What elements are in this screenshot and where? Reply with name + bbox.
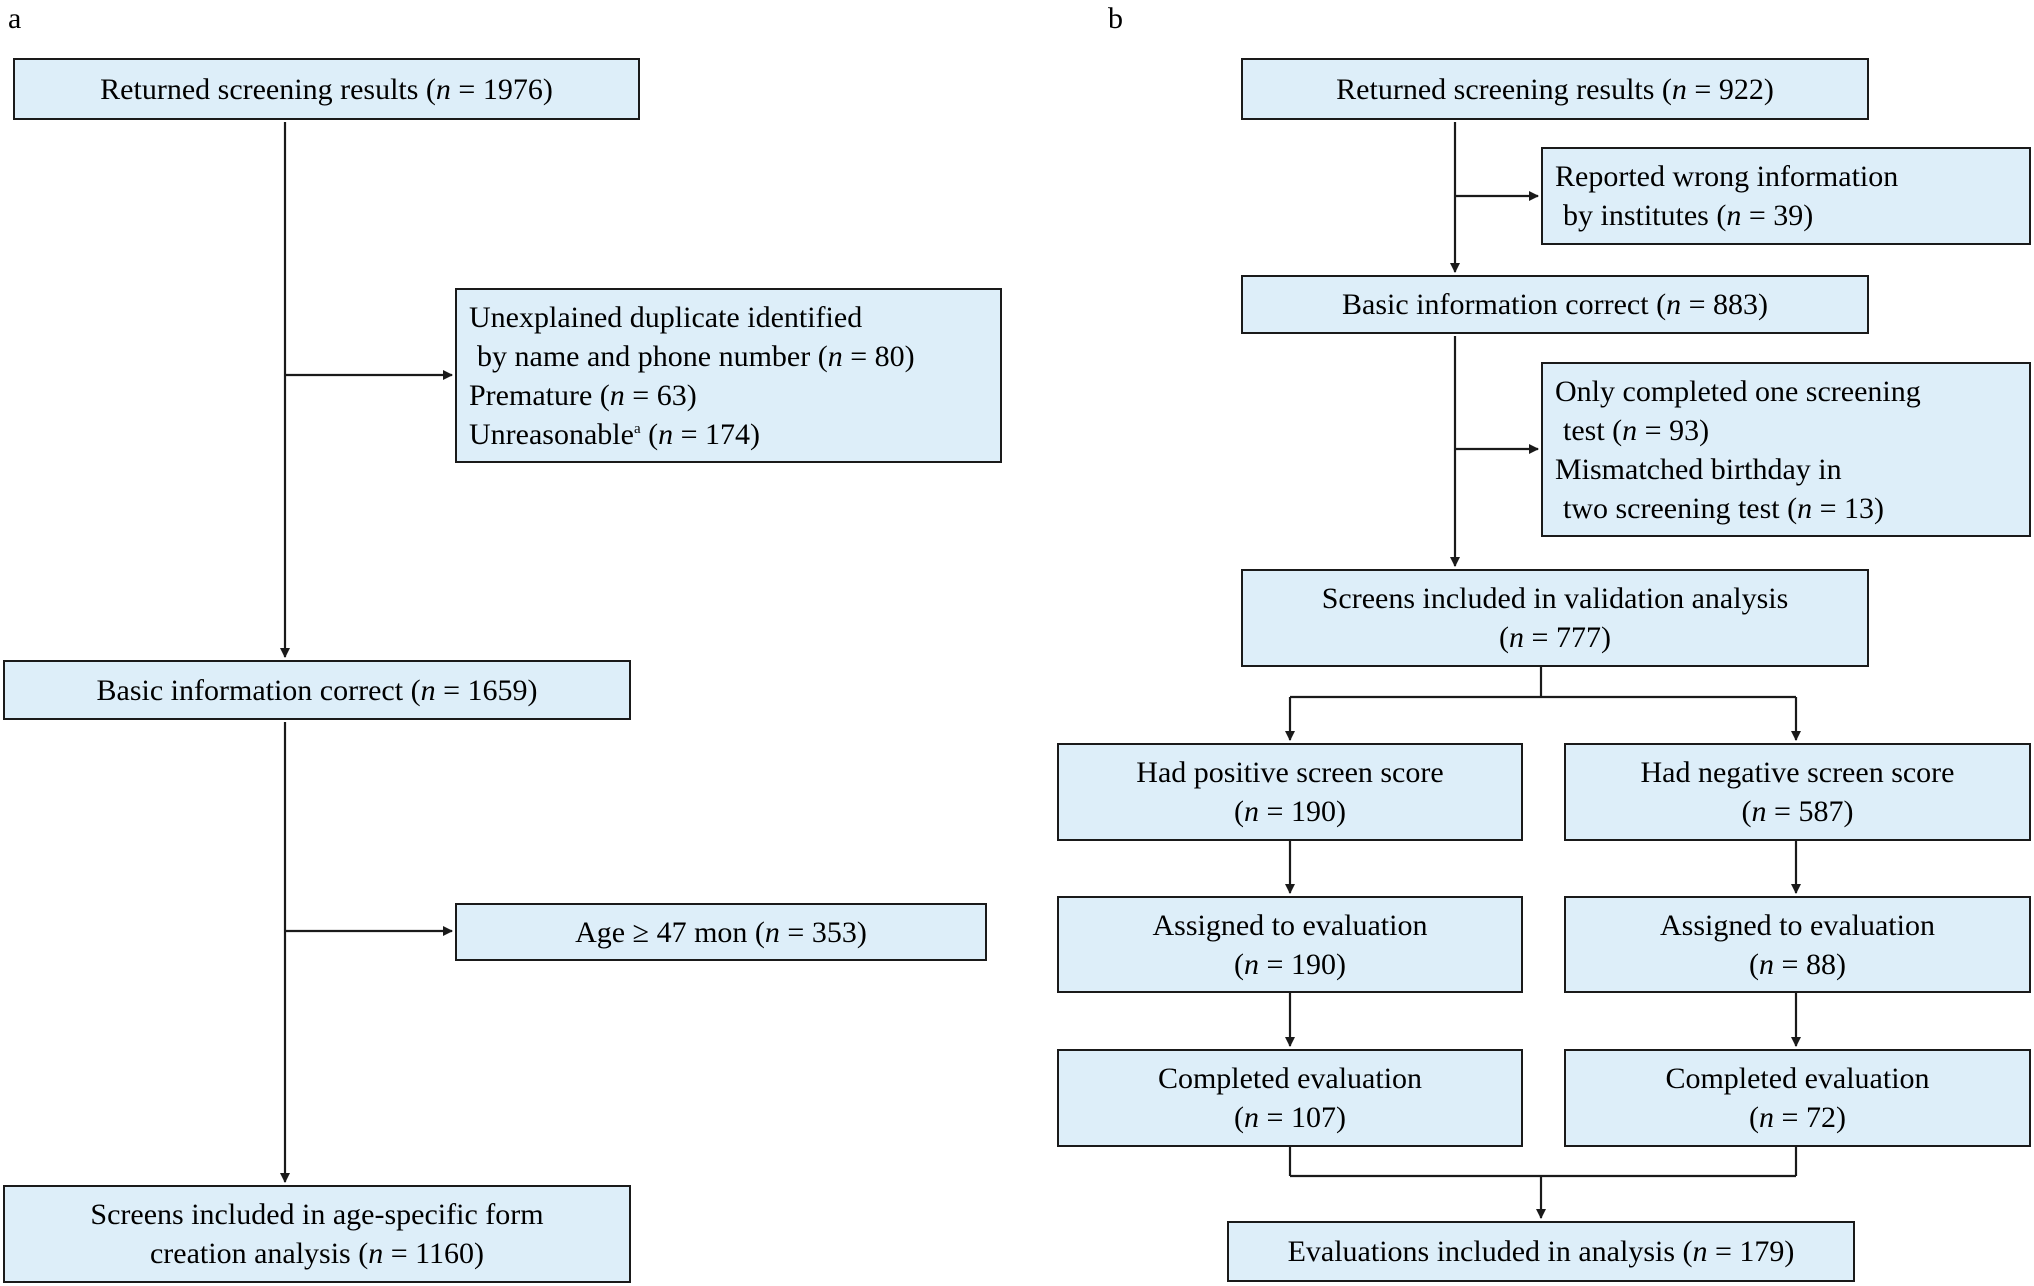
b-assigned-pos-box: Assigned to evaluation (n = 190) <box>1057 896 1523 993</box>
panel-label-a: a <box>8 2 22 35</box>
a-final-box: Screens included in age-specific form cr… <box>3 1185 631 1283</box>
b-returned-box: Returned screening results (n = 922) <box>1241 58 1869 120</box>
a-returned-box: Returned screening results (n = 1976) <box>13 58 640 120</box>
b-assigned-neg-box: Assigned to evaluation (n = 88) <box>1564 896 2031 993</box>
b-basic-info-box: Basic information correct (n = 883) <box>1241 275 1869 334</box>
b-positive-box: Had positive screen score (n = 190) <box>1057 743 1523 841</box>
a-exclusion-box-1: Unexplained duplicate identified by name… <box>455 288 1002 463</box>
panel-label-b: b <box>1108 2 1123 35</box>
a-basic-info-box: Basic information correct (n = 1659) <box>3 660 631 720</box>
b-completed-pos-box: Completed evaluation (n = 107) <box>1057 1049 1523 1147</box>
b-exclusion-box: Only completed one screening test (n = 9… <box>1541 362 2031 537</box>
b-validation-box: Screens included in validation analysis … <box>1241 569 1869 667</box>
b-completed-neg-box: Completed evaluation (n = 72) <box>1564 1049 2031 1147</box>
b-wrong-info-box: Reported wrong information by institutes… <box>1541 147 2031 245</box>
b-final-box: Evaluations included in analysis (n = 17… <box>1227 1221 1855 1282</box>
a-exclusion-box-2: Age ≥ 47 mon (n = 353) <box>455 903 987 961</box>
b-negative-box: Had negative screen score (n = 587) <box>1564 743 2031 841</box>
